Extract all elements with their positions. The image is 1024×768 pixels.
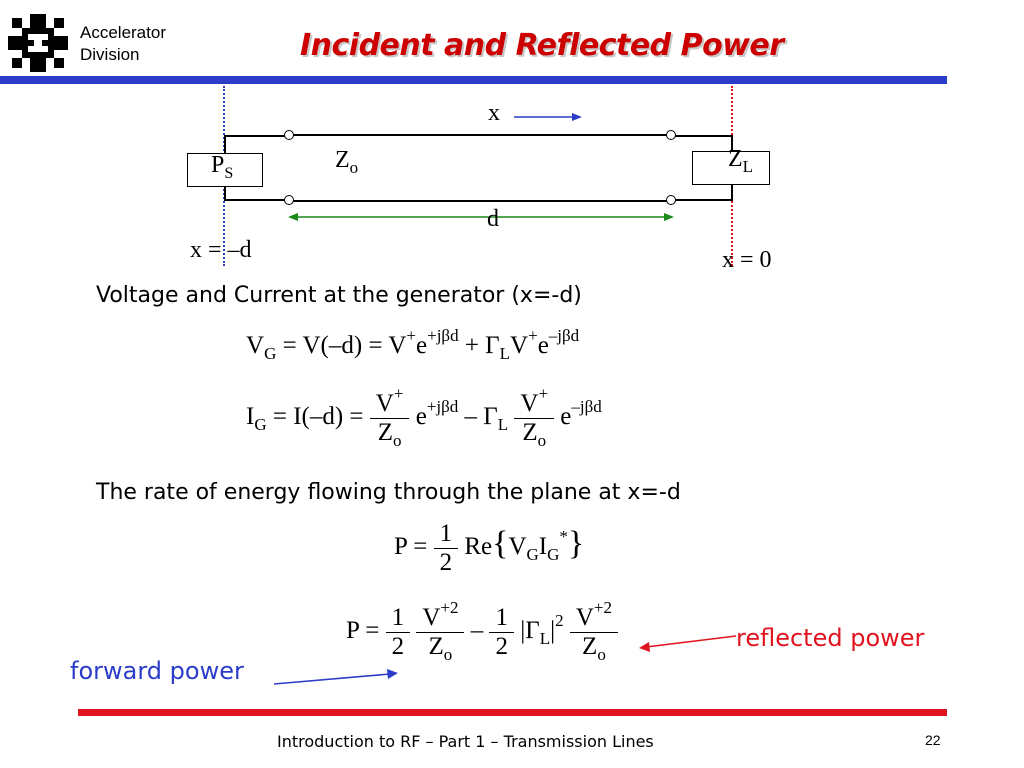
terminal-upper-right xyxy=(666,130,676,140)
terminal-lower-left xyxy=(284,195,294,205)
lower-conductor-left xyxy=(224,199,289,201)
fermilab-logo-icon xyxy=(8,14,68,72)
generator-lead-bottom xyxy=(224,185,226,201)
impedance-subscript: o xyxy=(349,158,359,177)
load-label: ZL xyxy=(728,146,754,176)
forward-power-arrow xyxy=(273,669,398,685)
terminal-lower-right xyxy=(666,195,676,205)
length-arrow xyxy=(288,213,674,221)
impedance-label: Zo xyxy=(335,147,359,177)
load-lead-bottom xyxy=(731,185,733,201)
footer-caption: Introduction to RF – Part 1 – Transmissi… xyxy=(277,732,654,751)
forward-power-label: forward power xyxy=(70,657,244,685)
reflected-power-label: reflected power xyxy=(736,624,925,652)
reflected-power-arrow xyxy=(639,635,737,652)
x-direction-arrow xyxy=(514,113,582,121)
load-position-label: x = 0 xyxy=(722,247,772,273)
org-line-1: Accelerator xyxy=(80,23,166,42)
header-rule xyxy=(0,76,947,84)
current-equation: IG = I(–d) = V+Zo e+jβd – ΓL V+Zo e–jβd xyxy=(246,384,602,450)
upper-conductor xyxy=(292,134,670,136)
load-symbol: Z xyxy=(728,146,743,172)
generator-box xyxy=(187,153,263,187)
footer-rule xyxy=(78,709,947,716)
load-subscript: L xyxy=(742,157,754,176)
load-box xyxy=(692,151,770,185)
x-axis-label: x xyxy=(488,100,500,126)
generator-symbol: P xyxy=(211,152,225,178)
current-fraction-2: V+Zo xyxy=(514,384,555,450)
upper-conductor-right xyxy=(674,135,732,137)
org-line-2: Division xyxy=(80,45,140,64)
current-fraction-1: V+Zo xyxy=(369,384,410,450)
generator-position-label: x = –d xyxy=(190,237,252,263)
load-lead-top xyxy=(731,135,733,151)
generator-heading: Voltage and Current at the generator (x=… xyxy=(96,283,582,308)
lower-conductor-right xyxy=(674,199,732,201)
voltage-equation: VG = V(–d) = V+e+jβd + ΓLV+e–jβd xyxy=(246,326,580,363)
generator-subscript: S xyxy=(224,165,234,182)
org-name: Accelerator Division xyxy=(80,22,166,66)
length-label: d xyxy=(487,206,499,232)
generator-lead-top xyxy=(224,135,226,153)
terminal-upper-left xyxy=(284,130,294,140)
lower-conductor xyxy=(292,200,670,202)
page-number: 22 xyxy=(925,732,941,748)
page-title: Incident and Reflected Power xyxy=(300,28,784,63)
impedance-symbol: Z xyxy=(335,147,350,173)
generator-label: PS xyxy=(211,152,234,182)
upper-conductor-left xyxy=(224,135,289,137)
energy-heading: The rate of energy flowing through the p… xyxy=(96,480,681,505)
